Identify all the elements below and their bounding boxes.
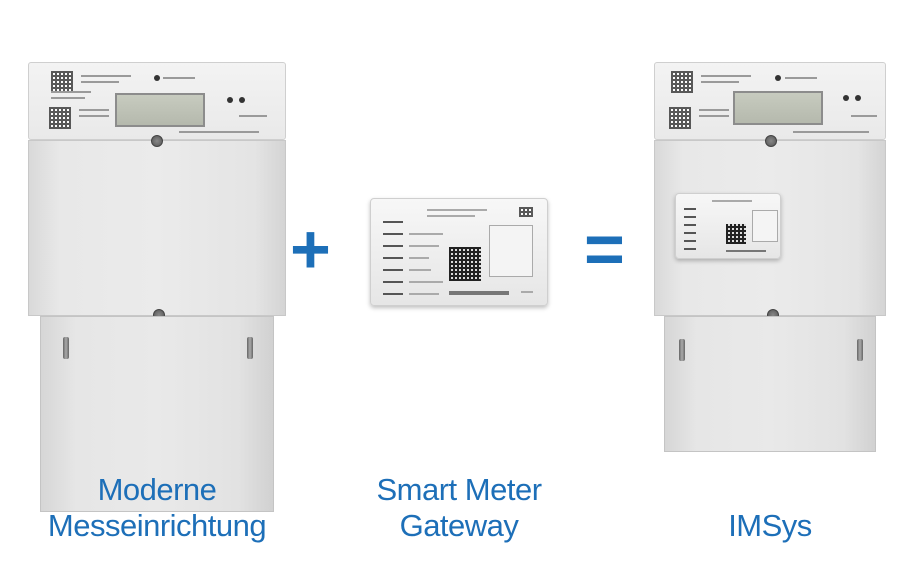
equals-sign: =: [584, 210, 625, 288]
latch-icon: [679, 339, 685, 361]
caption-line: Moderne: [97, 472, 217, 507]
caption-line: Messeinrichtung: [47, 508, 267, 543]
modern-meter-image: [28, 62, 286, 512]
caption-modern-metering-device: Moderne Messeinrichtung: [20, 472, 294, 544]
screw-icon: [151, 135, 163, 147]
gateway-qr-code-icon: [726, 224, 746, 244]
gateway-logo-icon: [519, 207, 533, 217]
lcd-display: [115, 93, 205, 127]
lcd-display: [733, 91, 823, 125]
meter-top-panel: [654, 62, 886, 140]
mounted-gateway-image: [675, 193, 781, 259]
meter-terminal-cover: [40, 316, 274, 512]
latch-icon: [247, 337, 253, 359]
qr-code-icon: [49, 107, 71, 129]
meter-main-body: [28, 135, 286, 321]
meter-top-panel: [28, 62, 286, 140]
latch-icon: [63, 337, 69, 359]
caption-smart-meter-gateway: Smart Meter Gateway: [340, 472, 578, 544]
qr-code-icon: [669, 107, 691, 129]
caption-imsys: IMSys: [654, 508, 886, 544]
latch-icon: [857, 339, 863, 361]
imsys-meter-image: [654, 62, 886, 452]
meter-logo-icon: [671, 71, 693, 93]
gateway-qr-code-icon: [449, 247, 481, 281]
gateway-label-box: [489, 225, 533, 277]
screw-icon: [765, 135, 777, 147]
meter-logo-icon: [51, 71, 73, 93]
plus-sign: +: [290, 210, 331, 288]
meter-main-body: [654, 135, 886, 321]
smart-meter-gateway-image: [370, 198, 548, 306]
caption-line: IMSys: [728, 508, 812, 543]
caption-line: Smart Meter: [376, 472, 542, 507]
caption-line: Gateway: [399, 508, 519, 543]
meter-terminal-cover: [664, 316, 876, 452]
